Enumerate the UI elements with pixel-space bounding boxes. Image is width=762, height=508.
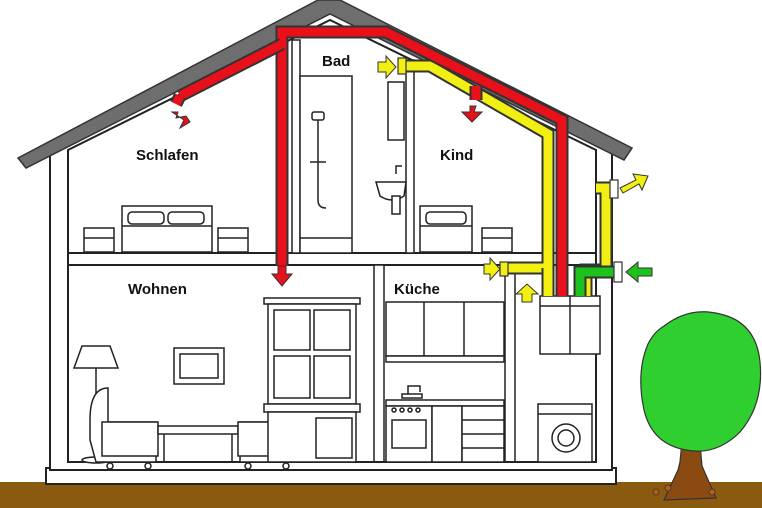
bed-icon [83,205,249,253]
supply-air-arrow-icon [460,105,484,123]
extract-air-arrow-icon [483,256,501,282]
room-label-kind: Kind [440,147,473,164]
exhaust-grille [609,179,619,199]
cupboard-icon [385,301,505,363]
outdoor-air-grille [613,261,623,283]
ground [0,482,762,508]
armchair-icon [89,387,159,470]
extract-valve-kind [397,57,407,75]
exhaust-air-arrow-icon [619,173,649,194]
picture-frame-icon [173,347,225,385]
ventilation-unit-icon [539,295,601,355]
supply-air-arrow-icon [170,111,191,130]
extract-valve-kueche [499,261,509,277]
bed-icon [419,205,513,253]
tree-icon [640,311,762,501]
supply-air-arrow-icon [270,265,294,287]
extract-air-arrow-icon [514,283,540,303]
room-label-kueche: Küche [394,281,440,298]
sink-icon [375,81,407,215]
room-label-schlafen: Schlafen [136,147,199,164]
wall-kueche-technik [504,264,516,463]
wall-schlafen-bad [291,39,301,254]
wall-wohnen-kueche [373,264,385,463]
shower-icon [299,75,353,254]
outdoor-air-arrow-icon [625,260,653,284]
faucet-icon [401,385,423,399]
roof [16,0,634,169]
outdoor-air-duct [573,265,616,296]
cupboard-icon [263,297,361,463]
washing-machine-icon [537,403,593,463]
extract-air-arrow-icon [377,54,397,80]
room-label-wohnen: Wohnen [128,281,187,298]
wall-bad-kind [405,59,415,254]
room-label-bad: Bad [322,53,350,70]
supply-air-duct [170,25,569,296]
stove-icon [385,399,505,463]
